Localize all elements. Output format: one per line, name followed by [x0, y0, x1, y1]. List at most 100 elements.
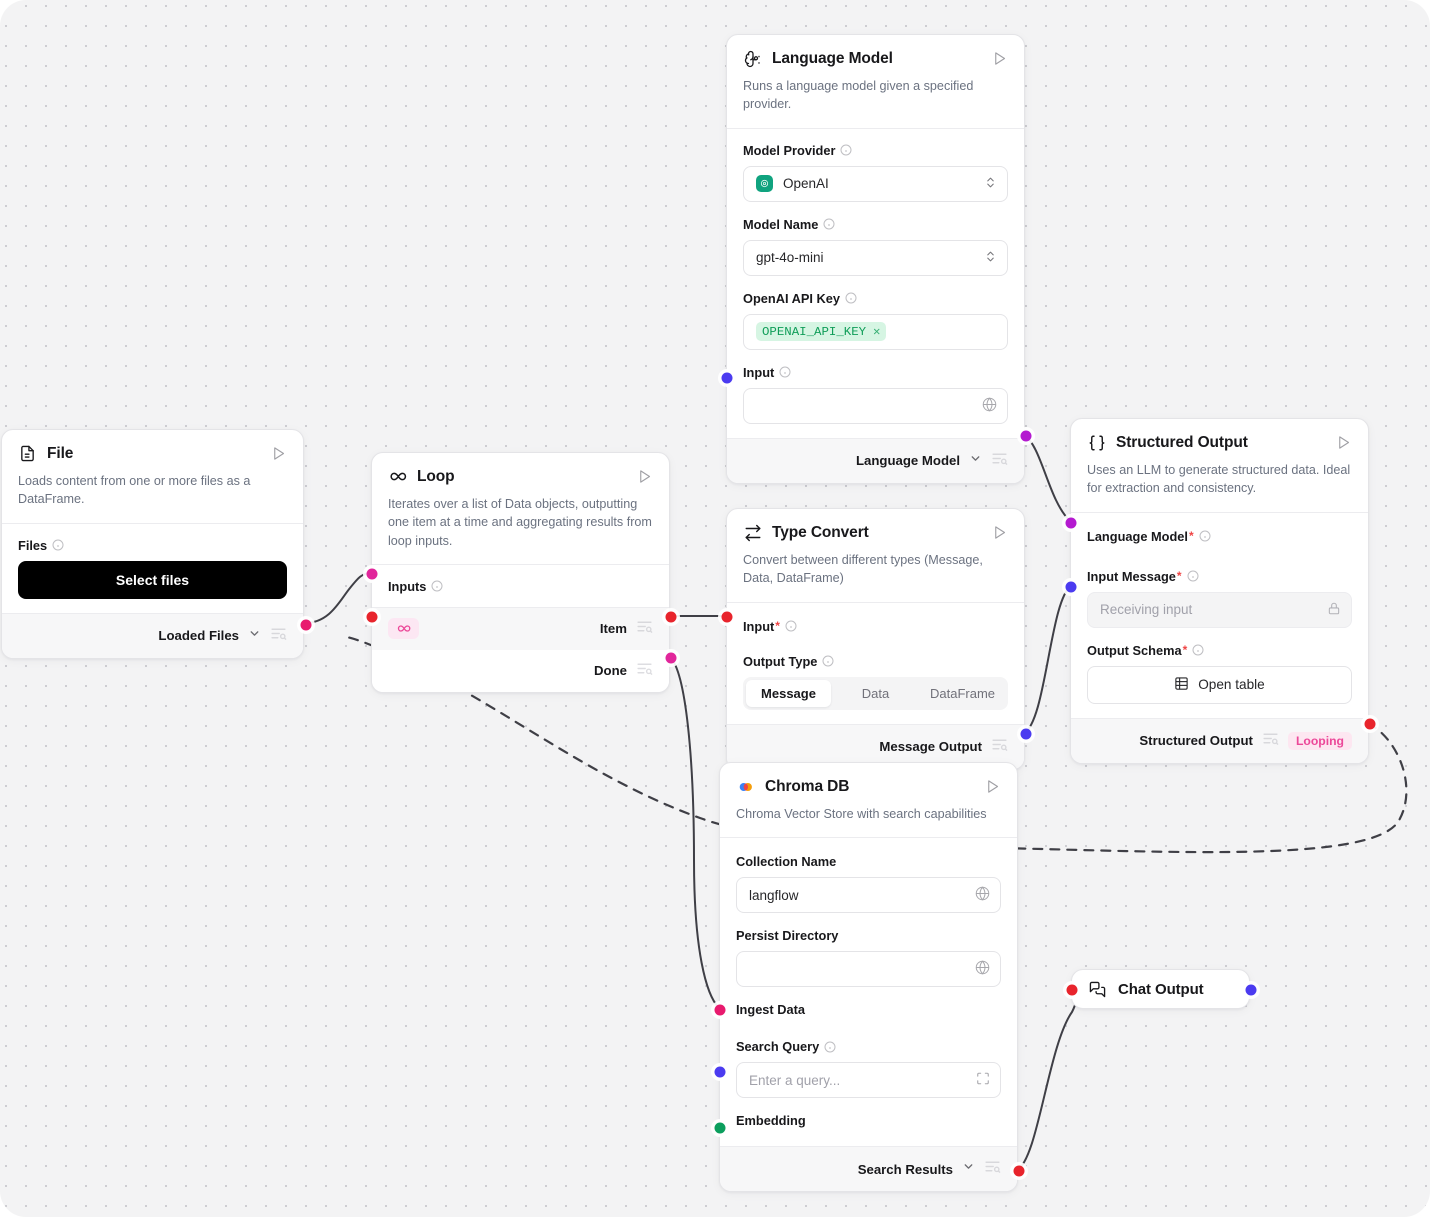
handle-file-loaded-files-out[interactable] [300, 619, 312, 631]
persist-directory-label: Persist Directory [736, 928, 839, 944]
handle-structured-output-out[interactable] [1364, 718, 1376, 730]
required-asterisk: * [775, 619, 780, 633]
inspect-output-icon[interactable] [636, 660, 653, 682]
model-name-field: Model Name gpt-4o-mini [743, 217, 1008, 276]
select-files-button[interactable]: Select files [18, 560, 287, 599]
run-icon[interactable] [271, 446, 287, 462]
handle-language-model-out[interactable] [1020, 430, 1032, 442]
node-chroma-db[interactable]: Chroma DB Chroma Vector Store with searc… [714, 762, 1025, 1193]
output-type-option-data[interactable]: Data [861, 685, 890, 701]
input-message-input: Receiving input [1087, 591, 1352, 628]
info-icon[interactable] [431, 580, 443, 592]
info-icon[interactable] [823, 218, 835, 230]
model-name-select[interactable]: gpt-4o-mini [743, 239, 1008, 276]
node-file[interactable]: File Loads content from one or more file… [1, 429, 312, 659]
collection-name-input[interactable]: langflow [736, 877, 1001, 914]
handle-loop-inputs-in[interactable] [366, 568, 378, 580]
search-query-input[interactable]: Enter a query... [736, 1062, 1001, 1099]
info-icon[interactable] [824, 1041, 836, 1053]
info-icon[interactable] [52, 539, 64, 551]
ingest-data-field: Ingest Data [736, 1002, 1001, 1017]
node-language-model[interactable]: Language Model Runs a language model giv… [721, 34, 1032, 484]
structured-output-node-header: Structured Output [1071, 419, 1368, 452]
required-asterisk: * [1188, 529, 1194, 543]
inspect-output-icon[interactable] [1262, 730, 1279, 752]
handle-loop-done-out[interactable] [665, 652, 677, 664]
chroma-db-node-description: Chroma Vector Store with search capabili… [736, 807, 987, 821]
close-icon[interactable]: ✕ [873, 325, 881, 339]
handle-chroma-ingest-data-in[interactable] [714, 1004, 726, 1016]
run-icon[interactable] [985, 779, 1001, 795]
language-model-node-body: Model Provider OpenAI Mo [727, 129, 1024, 438]
inspect-output-icon[interactable] [991, 736, 1008, 758]
handle-structured-language-model-in[interactable] [1065, 517, 1077, 529]
globe-icon[interactable] [975, 886, 990, 904]
handle-chroma-search-results-out[interactable] [1013, 1165, 1025, 1177]
lock-icon [1327, 601, 1341, 618]
inspect-output-icon[interactable] [636, 618, 653, 640]
expand-icon[interactable] [976, 1072, 990, 1089]
chevron-down-icon[interactable] [248, 627, 261, 645]
handle-structured-input-message-in[interactable] [1065, 581, 1077, 593]
search-results-label: Search Results [857, 1161, 953, 1177]
collection-name-label: Collection Name [736, 854, 837, 870]
structured-output-output-row: Structured Output Looping [1071, 717, 1368, 763]
output-type-option-message[interactable]: Message [746, 679, 831, 707]
open-table-button[interactable]: Open table [1087, 665, 1352, 704]
input-message-label: Input Message [1087, 568, 1176, 584]
search-query-placeholder: Enter a query... [749, 1072, 841, 1088]
handle-loop-item-out[interactable] [665, 611, 677, 623]
node-type-convert[interactable]: Type Convert Convert between different t… [721, 508, 1032, 770]
inspect-output-icon[interactable] [270, 625, 287, 647]
divider [2, 522, 303, 524]
inspect-output-icon[interactable] [984, 1158, 1001, 1180]
globe-icon[interactable] [975, 960, 990, 978]
persist-directory-field: Persist Directory [736, 928, 1001, 988]
inspect-output-icon[interactable] [991, 450, 1008, 472]
handle-chat-output-out[interactable] [1245, 984, 1257, 996]
handle-chat-output-in[interactable] [1066, 984, 1078, 996]
input-label: Input [743, 364, 775, 380]
language-model-output-label: Language Model [855, 453, 960, 468]
handle-type-convert-input-in[interactable] [721, 611, 733, 623]
structured-output-node-body: Language Model * Input Message * Receivi [1071, 513, 1368, 718]
node-chat-output[interactable]: Chat Output [1066, 969, 1257, 1009]
chevron-updown-icon[interactable] [984, 250, 997, 266]
info-icon[interactable] [1192, 644, 1204, 656]
run-icon[interactable] [1336, 435, 1352, 451]
handle-type-convert-message-output-out[interactable] [1020, 728, 1032, 740]
globe-icon[interactable] [982, 397, 997, 415]
output-type-segmented-control[interactable]: Message Data DataFrame [743, 676, 1008, 710]
handle-chroma-embedding-in[interactable] [714, 1122, 726, 1134]
node-loop[interactable]: Loop Iterates over a list of Data object… [366, 452, 677, 693]
output-schema-label: Output Schema [1087, 642, 1182, 658]
file-node-title: File [47, 444, 74, 462]
output-type-option-dataframe[interactable]: DataFrame [929, 685, 996, 701]
chevron-down-icon[interactable] [962, 1160, 975, 1178]
info-icon[interactable] [779, 366, 791, 378]
info-icon[interactable] [840, 144, 852, 156]
info-icon[interactable] [785, 620, 797, 632]
handle-loop-loopback-in[interactable] [366, 611, 378, 623]
model-provider-select[interactable]: OpenAI [743, 165, 1008, 202]
info-icon[interactable] [1199, 530, 1211, 542]
api-key-chip-text: OPENAI_API_KEY [762, 324, 867, 339]
chevron-updown-icon[interactable] [984, 176, 997, 192]
language-model-node-header: Language Model [727, 35, 1024, 68]
info-icon[interactable] [1187, 570, 1199, 582]
run-icon[interactable] [992, 51, 1008, 67]
chevron-down-icon[interactable] [969, 452, 982, 470]
api-key-chip[interactable]: OPENAI_API_KEY ✕ [756, 322, 887, 341]
collection-name-field: Collection Name langflow [736, 854, 1001, 914]
handle-chroma-search-query-in[interactable] [714, 1066, 726, 1078]
run-icon[interactable] [992, 525, 1008, 541]
language-model-input[interactable] [743, 387, 1008, 424]
node-structured-output[interactable]: Structured Output Uses an LLM to generat… [1065, 418, 1376, 764]
run-icon[interactable] [637, 469, 653, 485]
info-icon[interactable] [845, 292, 857, 304]
handle-language-model-input-in[interactable] [721, 372, 733, 384]
info-icon[interactable] [822, 655, 834, 667]
persist-directory-input[interactable] [736, 951, 1001, 988]
api-key-input[interactable]: OPENAI_API_KEY ✕ [743, 313, 1008, 350]
